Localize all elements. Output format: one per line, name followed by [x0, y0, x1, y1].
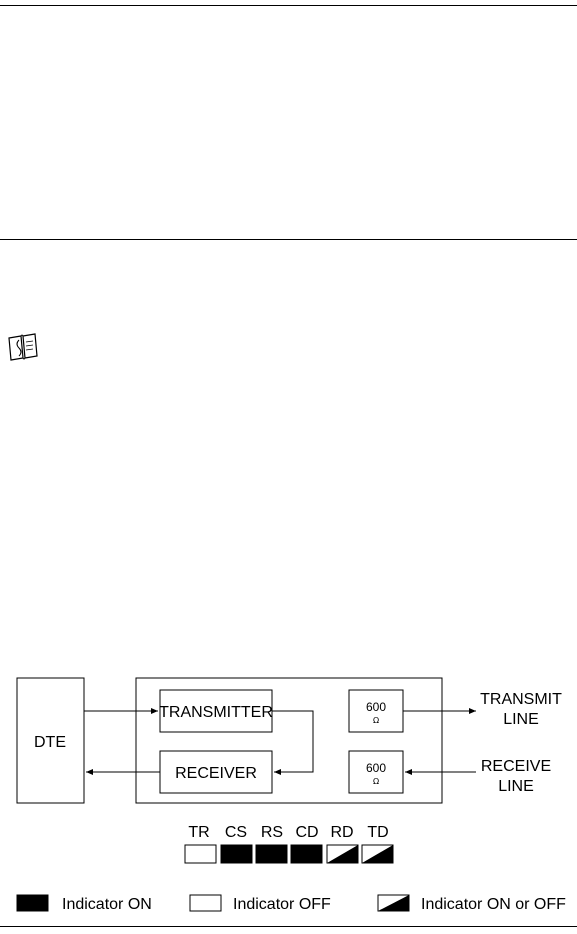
dte-box [16, 677, 85, 804]
receive-line-label-2: LINE [498, 778, 534, 795]
transmit-line-label-2: LINE [503, 711, 539, 728]
book-note-icon [8, 333, 38, 361]
impedance-bottom-unit: Ω [373, 777, 379, 786]
legend-on-label: Indicator ON [62, 896, 152, 913]
indicator-label-cd: CD [295, 824, 318, 841]
impedance-box-bottom [348, 750, 404, 794]
legend-off-label: Indicator OFF [233, 896, 331, 913]
indicator-label-rd: RD [330, 824, 353, 841]
legend-on-or-off-label: Indicator ON or OFF [421, 896, 566, 913]
top-rule [0, 5, 577, 6]
receive-line-label-1: RECEIVE [481, 758, 551, 775]
indicator-td [361, 844, 394, 864]
indicator-label-td: TD [367, 824, 388, 841]
transmitter-label: TRANSMITTER [159, 704, 273, 721]
impedance-box-top [348, 689, 404, 733]
indicator-label-tr: TR [188, 824, 209, 841]
indicator-tr [184, 844, 217, 864]
transmit-line-label-1: TRANSMIT [480, 691, 562, 708]
dte-label: DTE [34, 734, 66, 751]
receiver-box [159, 750, 273, 794]
indicator-rd [326, 844, 359, 864]
impedance-top-value: 600 [366, 700, 386, 714]
section-rule [0, 239, 577, 240]
legend-swatch-on [16, 894, 49, 912]
legend-swatch-on-or-off [377, 894, 410, 912]
indicator-cd [290, 844, 323, 864]
impedance-bottom-value: 600 [366, 761, 386, 775]
loopback-path [272, 710, 314, 775]
indicator-cs [220, 844, 253, 864]
impedance-top-unit: Ω [373, 716, 379, 725]
legend-swatch-off [189, 894, 222, 912]
indicator-rs [255, 844, 288, 864]
receiver-label: RECEIVER [175, 765, 257, 782]
bottom-rule [0, 926, 577, 927]
indicator-label-rs: RS [261, 824, 283, 841]
indicator-label-cs: CS [225, 824, 247, 841]
